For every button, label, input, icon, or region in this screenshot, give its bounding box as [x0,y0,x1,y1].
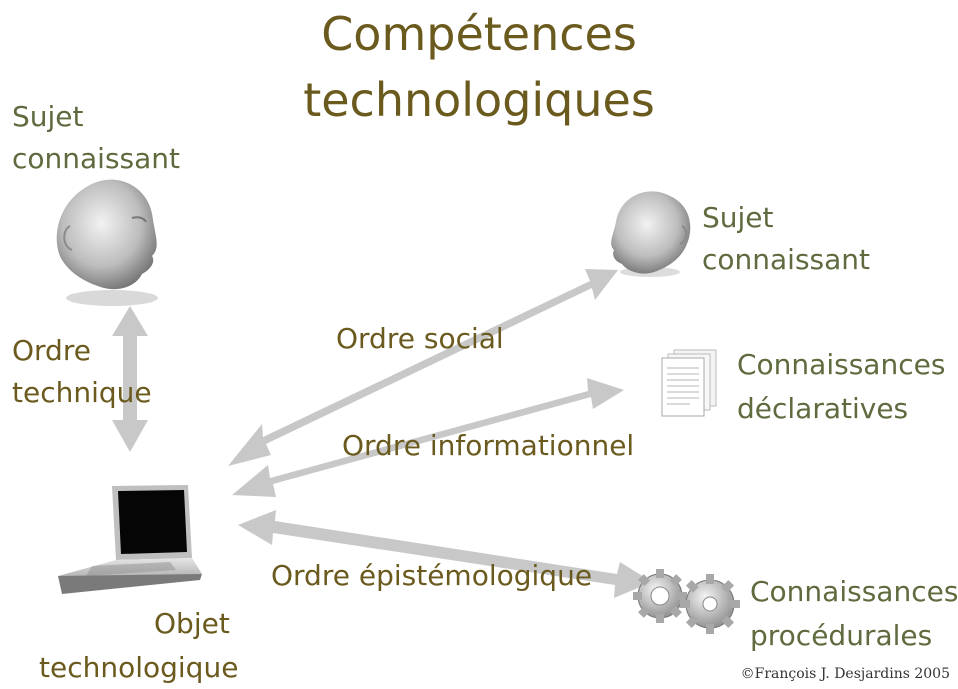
arrow-social [228,269,618,466]
laptop-icon [58,485,202,594]
arrow-epistemologique [238,510,652,598]
right-subject-label-1: Sujet [702,201,774,234]
title-line-1: Compétences [321,7,637,61]
arrow-technique [112,306,148,452]
left-subject-label-2: connaissant [12,142,181,175]
procedurales-label-2: procédurales [750,619,933,652]
head-left-icon [56,179,158,306]
left-subject-label-1: Sujet [12,100,84,133]
gears-icon [633,569,740,634]
copyright-credit: ©François J. Desjardins 2005 [740,666,950,682]
order-technique-label-1: Ordre [12,334,91,367]
head-right-icon [611,191,691,277]
right-subject-label-2: connaissant [702,243,871,276]
declaratives-label-1: Connaissances [737,348,946,381]
order-informationnel-label: Ordre informationnel [342,429,635,462]
order-social-label: Ordre social [336,322,504,355]
declaratives-label-2: déclaratives [737,392,909,425]
arrow-informationnel [232,378,624,497]
arrows [112,269,652,598]
object-label-1: Objet [154,607,230,640]
order-technique-label-2: technique [12,376,152,409]
object-label-2: technologique [39,651,239,684]
procedurales-label-1: Connaissances [750,575,958,608]
documents-icon [661,349,717,417]
order-epistemologique-label: Ordre épistémologique [271,559,593,592]
title-line-2: technologiques [303,73,655,127]
